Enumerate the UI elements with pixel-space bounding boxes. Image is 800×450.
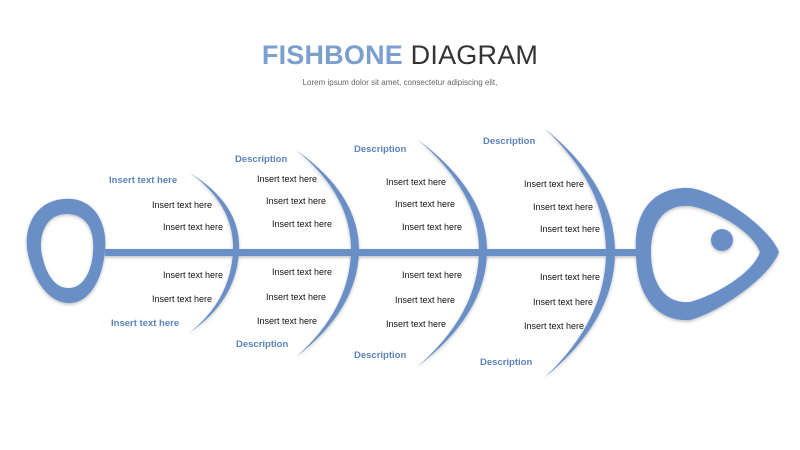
bone-3-bottom-item-3: Insert text here: [386, 319, 447, 329]
bone-2-bottom-item-2: Insert text here: [266, 292, 327, 302]
fish-spine: [105, 249, 645, 256]
bone-1-bottom-item-2: Insert text here: [152, 294, 213, 304]
bone-3-bottom-item-2: Insert text here: [395, 295, 456, 305]
bone-3-bottom-heading: Description: [354, 350, 407, 361]
bone-3-top-item-3: Insert text here: [402, 222, 463, 232]
bone-3-top-item-2: Insert text here: [395, 199, 456, 209]
bone-4-bottom-item-3: Insert text here: [524, 321, 585, 331]
bone-4-bottom-item-1: Insert text here: [540, 272, 601, 282]
bone-4-top-item-3: Insert text here: [540, 224, 601, 234]
bone-2-top-item-3: Insert text here: [272, 219, 333, 229]
bone-4-top-item-2: Insert text here: [533, 202, 594, 212]
bone-1-top-heading: Insert text here: [109, 175, 178, 186]
bone-rib-1: [189, 173, 240, 333]
title-rest: DIAGRAM: [402, 40, 539, 70]
bone-2-bottom-heading: Description: [236, 339, 289, 350]
title-accent: FISHBONE: [261, 40, 403, 70]
bone-rib-2: [296, 150, 360, 357]
fish-shapes: [26, 128, 779, 378]
bone-3-bottom-item-1: Insert text here: [402, 270, 463, 280]
bone-2-bottom-item-1: Insert text here: [272, 267, 333, 277]
bone-rib-4: [544, 128, 615, 378]
bone-1-top-item-1: Insert text here: [152, 200, 213, 210]
bone-2-top-item-2: Insert text here: [266, 196, 327, 206]
bone-2-bottom-item-3: Insert text here: [257, 316, 318, 326]
bone-4-bottom-item-2: Insert text here: [533, 297, 594, 307]
bone-2-top-heading: Description: [235, 154, 288, 165]
fish-tail: [26, 198, 106, 304]
bone-1-top-item-2: Insert text here: [163, 222, 224, 232]
fish-head: [635, 187, 779, 321]
bone-2-top-item-1: Insert text here: [257, 174, 318, 184]
bone-3-top-item-1: Insert text here: [386, 177, 447, 187]
diagram-subtitle: Lorem ipsum dolor sit amet, consectetur …: [302, 78, 498, 87]
bone-rib-3: [417, 139, 488, 367]
fish-eye: [711, 229, 733, 251]
bone-3-top-heading: Description: [354, 144, 407, 155]
bone-4-top-item-1: Insert text here: [524, 179, 585, 189]
bone-4-top-heading: Description: [483, 136, 536, 147]
bone-1-bottom-heading: Insert text here: [111, 318, 180, 329]
diagram-title: FISHBONE DIAGRAM: [0, 40, 800, 71]
bone-4-bottom-heading: Description: [480, 357, 533, 368]
bone-1-bottom-item-1: Insert text here: [163, 270, 224, 280]
